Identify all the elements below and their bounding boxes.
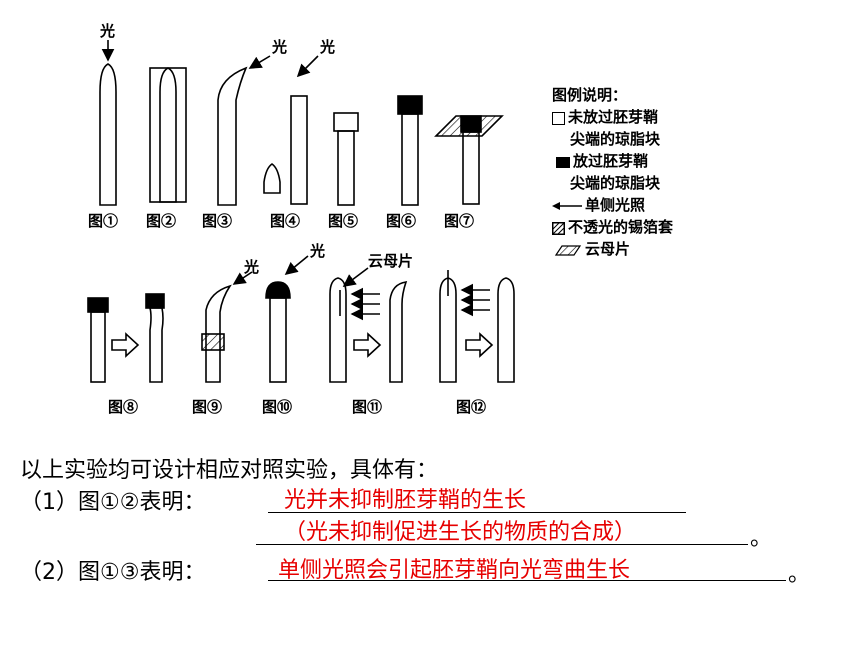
q1-prefix: （1）图①②表明： bbox=[20, 490, 206, 515]
panel-caption-8: 图⑧ bbox=[108, 398, 139, 416]
legend-item-1b: 尖端的琼脂块 bbox=[570, 130, 661, 148]
panel-caption-2: 图② bbox=[146, 212, 177, 230]
panel-caption-9: 图⑨ bbox=[192, 398, 223, 416]
light-label-3: 光 bbox=[272, 38, 288, 56]
panel-2-coleoptile bbox=[149, 67, 187, 203]
light-arrow-icon bbox=[552, 202, 582, 210]
panel-3-coleoptile bbox=[217, 55, 271, 206]
legend-item-2b: 尖端的琼脂块 bbox=[570, 174, 661, 192]
experiment-figure bbox=[87, 40, 515, 383]
q1-underline-1 bbox=[268, 512, 686, 513]
light-label-9: 光 bbox=[244, 258, 260, 276]
panel-caption-3: 图③ bbox=[202, 212, 233, 230]
panel-caption-5: 图⑤ bbox=[328, 212, 359, 230]
panel-5-coleoptile bbox=[333, 112, 359, 206]
legend-title: 图例说明： bbox=[552, 86, 628, 104]
panel-12-coleoptile bbox=[439, 270, 515, 383]
q1-answer-1: 光并未抑制胚芽鞘的生长 bbox=[284, 488, 527, 513]
panel-11-coleoptile bbox=[329, 267, 408, 383]
mica-label: 云母片 bbox=[368, 252, 414, 270]
legend-item-4: 不透光的锡箔套 bbox=[552, 216, 673, 238]
legend-item-2: 放过胚芽鞘 bbox=[552, 150, 673, 172]
legend-item-3: 单侧光照 bbox=[552, 194, 673, 216]
intro-text: 以上实验均可设计相应对照实验，具体有： bbox=[20, 458, 439, 483]
q1-underline-2 bbox=[256, 544, 748, 545]
panel-8-coleoptile bbox=[87, 293, 165, 383]
light-label-1: 光 bbox=[100, 22, 116, 40]
q1-end: 。 bbox=[750, 526, 773, 551]
q2-underline bbox=[268, 580, 786, 581]
panel-caption-12: 图⑫ bbox=[456, 398, 487, 416]
legend-item-1: 未放过胚芽鞘 bbox=[552, 106, 673, 128]
legend-item-5: 云母片 bbox=[552, 238, 673, 260]
panel-caption-1: 图① bbox=[88, 212, 119, 230]
panel-caption-4: 图④ bbox=[270, 212, 301, 230]
black-block-icon bbox=[556, 156, 570, 168]
foil-cap-icon bbox=[552, 221, 565, 235]
white-block-icon bbox=[552, 111, 565, 125]
panel-caption-6: 图⑥ bbox=[386, 212, 417, 230]
panel-7-coleoptile bbox=[434, 115, 504, 205]
panel-9-coleoptile bbox=[201, 271, 253, 383]
panel-10-coleoptile bbox=[265, 255, 309, 383]
panel-caption-7: 图⑦ bbox=[444, 212, 475, 230]
light-label-4: 光 bbox=[320, 38, 336, 56]
panel-6-coleoptile bbox=[397, 95, 423, 206]
q2-prefix: （2）图①③表明： bbox=[20, 560, 206, 585]
q1-answer-2: （光未抑制促进生长的物质的合成） bbox=[284, 520, 637, 545]
mica-icon bbox=[554, 244, 582, 256]
panel-4-coleoptile bbox=[263, 55, 319, 205]
light-label-10: 光 bbox=[310, 242, 326, 260]
panel-1-coleoptile bbox=[99, 40, 117, 206]
panel-caption-10: 图⑩ bbox=[262, 398, 293, 416]
q2-end: 。 bbox=[788, 562, 811, 587]
q2-answer: 单侧光照会引起胚芽鞘向光弯曲生长 bbox=[278, 558, 631, 583]
panel-caption-11: 图⑪ bbox=[352, 398, 383, 416]
legend: 图例说明： 未放过胚芽鞘 尖端的琼脂块 放过胚芽鞘 尖端的琼脂块 单侧光照 不透… bbox=[552, 84, 673, 260]
